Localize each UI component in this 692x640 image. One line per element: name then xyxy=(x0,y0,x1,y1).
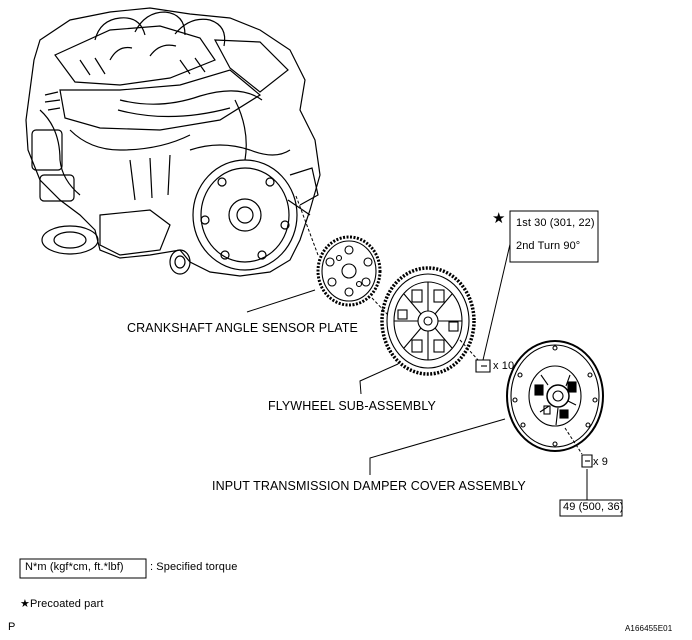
label-damper-cover: INPUT TRANSMISSION DAMPER COVER ASSEMBLY xyxy=(212,479,526,493)
legend-precoated: ★Precoated part xyxy=(20,598,104,610)
leader-lines xyxy=(246,195,588,500)
torque-flywheel-line2: 2nd Turn 90° xyxy=(516,240,581,252)
damper-bolt xyxy=(581,454,593,468)
label-flywheel: FLYWHEEL SUB-ASSEMBLY xyxy=(268,399,436,413)
legend-torque-desc: : Specified torque xyxy=(150,561,238,573)
flywheel-sub-assembly xyxy=(380,266,476,376)
flywheel-bolt-count: x 10 xyxy=(493,360,515,372)
legend-torque-box xyxy=(19,558,147,579)
damper-cover-assembly xyxy=(506,340,604,452)
crankshaft-angle-sensor-plate xyxy=(316,235,382,307)
torque-damper-value: 49 (500, 36) xyxy=(563,501,624,513)
flywheel-bolt xyxy=(475,359,491,373)
torque-box-damper xyxy=(559,499,623,517)
legend-torque-units: N*m (kgf*cm, ft.*lbf) xyxy=(25,561,124,573)
precoated-star-icon: ★ xyxy=(492,210,506,227)
figure-id: A166455E01 xyxy=(625,624,673,633)
engine-illustration xyxy=(25,7,321,277)
page-code: P xyxy=(8,621,16,633)
torque-flywheel-line1: 1st 30 (301, 22) xyxy=(516,217,595,229)
damper-bolt-count: x 9 xyxy=(593,456,608,468)
label-crankshaft-plate: CRANKSHAFT ANGLE SENSOR PLATE xyxy=(127,321,358,335)
torque-box-flywheel xyxy=(509,210,599,263)
